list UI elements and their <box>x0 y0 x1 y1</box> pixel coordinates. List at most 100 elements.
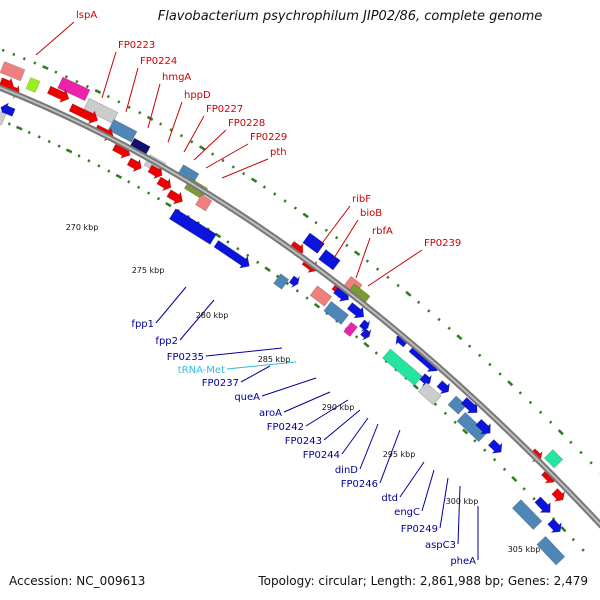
reverse-leader-line <box>179 299 215 341</box>
tick-row-inner-tick <box>275 274 280 278</box>
forward-leader-line <box>125 67 139 113</box>
tick-row-inner-tick <box>285 281 290 286</box>
tick-row-outer-tick <box>518 391 522 395</box>
tick-row-outer-tick <box>146 115 154 121</box>
reverse-gene-label: FP0244 <box>303 450 340 461</box>
reverse-leader-line <box>240 365 271 383</box>
map-title: Flavobacterium psychrophilum JIP02/86, c… <box>0 9 600 24</box>
tick-row-outer-tick <box>179 134 184 138</box>
gene-feature <box>360 328 372 341</box>
reverse-leader-line <box>155 286 187 324</box>
tick-row-inner-tick <box>453 420 457 425</box>
tick-row-outer-tick <box>557 429 564 436</box>
tick-row-inner-tick <box>47 139 51 144</box>
tick-row-outer-tick <box>456 334 463 341</box>
tick-row-inner-tick <box>256 260 260 264</box>
reverse-leader-line <box>226 361 297 370</box>
reverse-gene-labels: fpp1fpp2FP0235tRNA-MetFP0237queAaroAFP02… <box>131 319 476 567</box>
tick-row-inner-tick <box>127 180 131 184</box>
tick-row-outer-tick <box>427 309 431 313</box>
tick-row-outer-tick <box>437 317 441 322</box>
forward-gene-labels: lspAFP0223FP0224hmgAhppDFP0227FP0228FP02… <box>76 10 461 249</box>
tick-row-inner-tick <box>511 475 518 483</box>
reverse-gene-label: fpp2 <box>155 336 178 347</box>
tick-row-outer-tick <box>273 192 277 196</box>
scale-label: 270 kbp <box>66 223 99 232</box>
tick-row-outer-tick <box>242 171 246 176</box>
tick-row-outer-tick <box>127 105 131 109</box>
tick-row-outer-tick <box>405 290 412 297</box>
tick-row-outer-tick <box>283 199 287 203</box>
tick-row-inner-tick <box>236 247 240 251</box>
forward-leader-line <box>147 83 161 129</box>
tick-row-inner-tick <box>165 201 172 208</box>
tick-row-inner-tick <box>443 411 448 416</box>
tick-row-inner-tick <box>354 335 359 339</box>
gene-feature <box>318 249 341 271</box>
tick-row-inner-tick <box>226 240 230 244</box>
tick-row-inner-tick <box>156 197 161 201</box>
tick-row-outer-tick <box>293 206 298 210</box>
reverse-leader-line <box>261 377 317 397</box>
map-title-text: Flavobacterium psychrophilum JIP02/86, c… <box>157 9 543 24</box>
tick-row-outer-tick <box>42 65 49 70</box>
tick-row-inner-tick <box>502 467 507 471</box>
forward-gene-label: pth <box>270 147 287 158</box>
forward-gene-label: rbfA <box>372 226 393 237</box>
reverse-leader-line <box>359 423 379 470</box>
reverse-leader-line <box>439 477 449 529</box>
forward-leader-line <box>183 115 205 153</box>
reverse-leader-line <box>323 409 361 441</box>
tick-row-outer-tick <box>75 79 79 84</box>
reverse-gene-label: dinD <box>335 465 358 476</box>
tick-row-outer-tick <box>386 275 390 280</box>
scale-label: 275 kbp <box>132 266 165 275</box>
gene-feature <box>107 119 138 143</box>
gene-feature <box>358 319 371 332</box>
tick-row-inner-tick <box>65 148 73 154</box>
tick-row-outer-tick <box>488 362 492 367</box>
forward-leader-line <box>355 237 371 279</box>
tick-row-inner-tick <box>363 341 370 348</box>
tick-row-outer-tick <box>198 145 206 151</box>
tick-row-inner-tick <box>433 402 438 407</box>
tick-row-outer-tick <box>579 450 583 455</box>
forward-leader-line <box>367 249 423 287</box>
backbone <box>0 84 600 529</box>
tick-row-outer-tick <box>221 158 225 163</box>
reverse-gene-label: dtd <box>381 493 398 504</box>
tick-row-inner-tick <box>214 232 222 239</box>
tick-row-inner-tick <box>483 448 487 452</box>
forward-leader-line <box>333 219 359 259</box>
gene-feature <box>166 189 183 205</box>
backbone-highlight <box>0 86 600 526</box>
tick-row-outer-tick <box>302 212 309 219</box>
tick-row-outer-tick <box>54 70 58 74</box>
gene-feature <box>534 496 551 513</box>
gene-features <box>0 61 566 566</box>
tick-row-outer-tick <box>231 165 235 169</box>
tick-row-outer-tick <box>64 75 68 79</box>
forward-leader-line <box>193 129 227 161</box>
tick-row-outer-tick <box>314 221 318 225</box>
tick-row-inner-tick <box>37 135 41 139</box>
gene-feature <box>536 535 566 566</box>
tick-row-outer-tick <box>569 440 573 444</box>
scale-label: 290 kbp <box>322 403 355 412</box>
tick-row-inner-tick <box>305 296 309 300</box>
tick-row-outer-tick <box>138 111 142 115</box>
reverse-gene-label: engC <box>394 507 420 518</box>
tick-row-inner-tick <box>27 130 31 135</box>
tick-row-inner-tick <box>57 144 61 148</box>
reverse-leader-line <box>283 391 331 413</box>
tick-row-outer-tick <box>589 461 593 465</box>
tick-row-outer-tick <box>528 400 533 405</box>
forward-gene-label: FP0239 <box>424 238 461 249</box>
tick-row-outer-tick <box>12 52 16 57</box>
tick-row-inner-tick <box>492 458 497 462</box>
tick-row-outer-tick <box>210 152 215 156</box>
tick-row-inner-tick <box>97 164 101 168</box>
forward-gene-label: FP0223 <box>118 40 155 51</box>
tick-row-outer-tick <box>549 420 553 424</box>
